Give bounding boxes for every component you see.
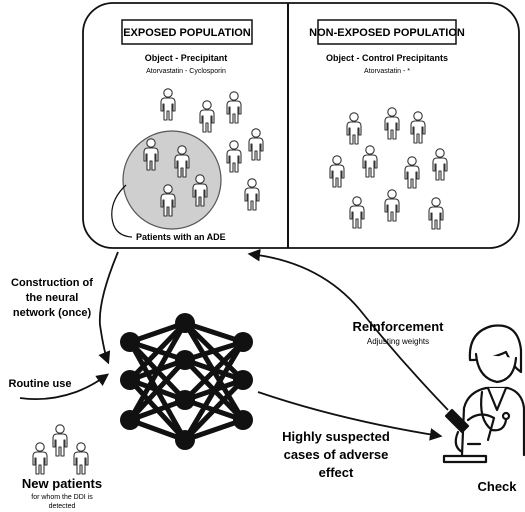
exposed-object: Object - Precipitant [145, 53, 228, 63]
exposed-title-box [121, 19, 253, 45]
arrow-reinforcement [247, 248, 449, 411]
suspected-label-1: Highly suspected [282, 429, 390, 444]
arrow-to-check [257, 391, 443, 441]
non-exposed-title: NON-EXPOSED POPULATION [309, 27, 465, 39]
new-patients-sub-2: detected [49, 503, 76, 510]
ade-bracket [111, 184, 133, 238]
adjusting-weights-label: Adjusting weights [367, 337, 429, 346]
new-patients-sub-1: for whom the DDI is [31, 494, 93, 501]
neural-network-icon [120, 313, 253, 450]
exposed-title: EXPOSED POPULATION [123, 27, 251, 39]
construction-label-2: the neural [26, 292, 79, 304]
ade-label: Patients with an ADE [136, 232, 226, 242]
suspected-label-2: cases of adverse [284, 447, 389, 462]
suspected-label-3: effect [319, 465, 354, 480]
routine-use-label: Routine use [9, 378, 72, 390]
new-patients-people [32, 424, 89, 475]
non-exposed-drugs: Atorvastatin - * [364, 68, 410, 75]
arrow-routine-use [19, 373, 110, 401]
construction-label-1: Construction of [11, 277, 93, 289]
exposed-drugs: Atorvastatin - Cyclosporin [146, 68, 226, 75]
new-patients-label: New patients [22, 476, 102, 491]
arrow-construction [98, 251, 119, 365]
non-exposed-title-box [317, 19, 457, 45]
construction-label-3: network (once) [13, 307, 92, 319]
doctor-with-microscope-icon [442, 324, 525, 464]
check-label: Check [477, 479, 517, 494]
non-exposed-object: Object - Control Precipitants [326, 53, 448, 63]
reinforcement-label: Reinforcement [352, 319, 444, 334]
